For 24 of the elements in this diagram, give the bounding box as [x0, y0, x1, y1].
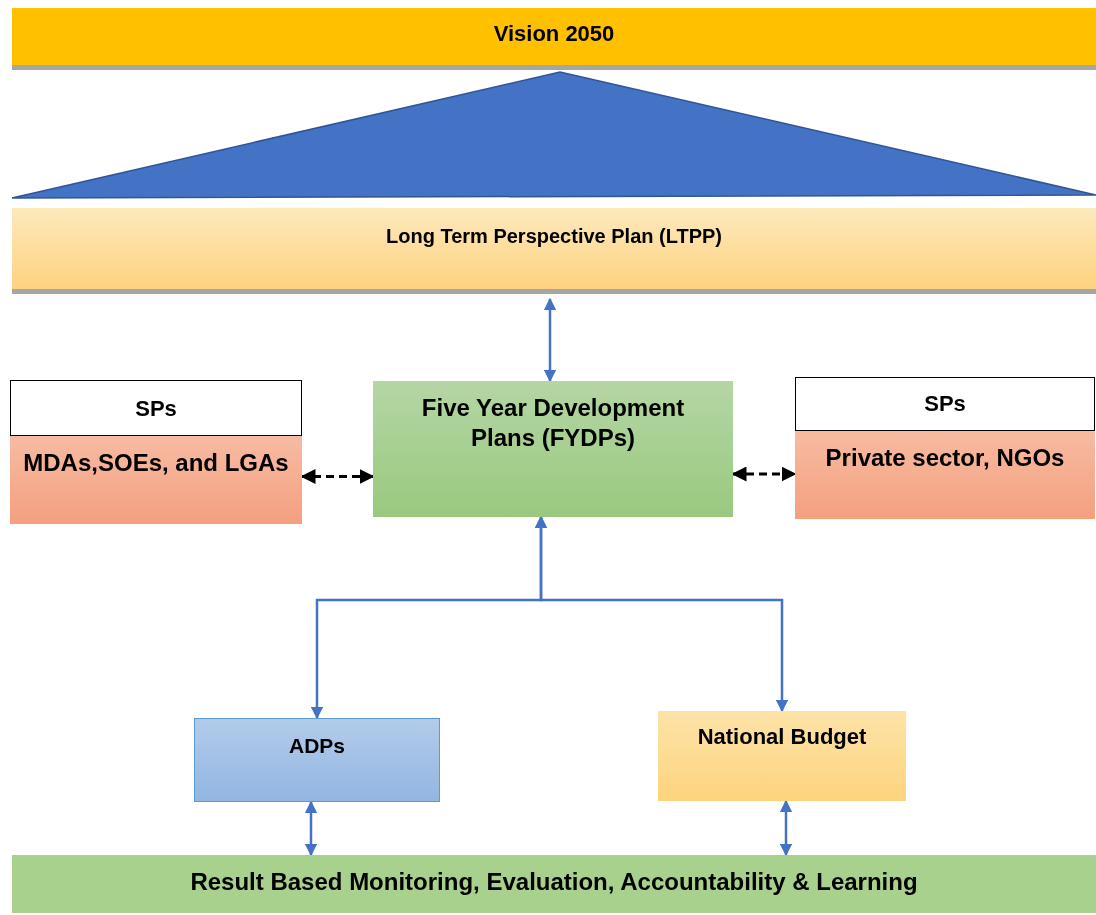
arrow [534, 515, 789, 713]
node-label: Result Based Monitoring, Evaluation, Accountability & Learning [190, 867, 918, 897]
vision-band [12, 8, 1096, 70]
node-label: Vision 2050 [493, 20, 615, 48]
process-box [795, 431, 1095, 519]
node-label: Private sector, NGOs [825, 443, 1065, 473]
arrow [304, 800, 318, 857]
process-box [10, 436, 302, 524]
arrow [543, 297, 557, 383]
node-label: National Budget [697, 723, 867, 751]
process-box [373, 381, 733, 517]
node-label: SPs [135, 395, 177, 423]
process-box [658, 711, 906, 801]
header-box [795, 377, 1095, 431]
node-label: ADPs [289, 733, 345, 759]
node-label: Long Term Perspective Plan (LTPP) [386, 224, 722, 249]
arrow [779, 799, 793, 857]
plan-band [12, 208, 1096, 294]
process-box [194, 718, 440, 802]
footer-band [12, 855, 1096, 913]
node-label: MDAs,SOEs, and LGAs [23, 448, 289, 478]
node-label: SPs [924, 390, 966, 418]
header-box [10, 380, 302, 436]
node-label: Five Year Development Plans (FYDPs) [420, 393, 686, 453]
